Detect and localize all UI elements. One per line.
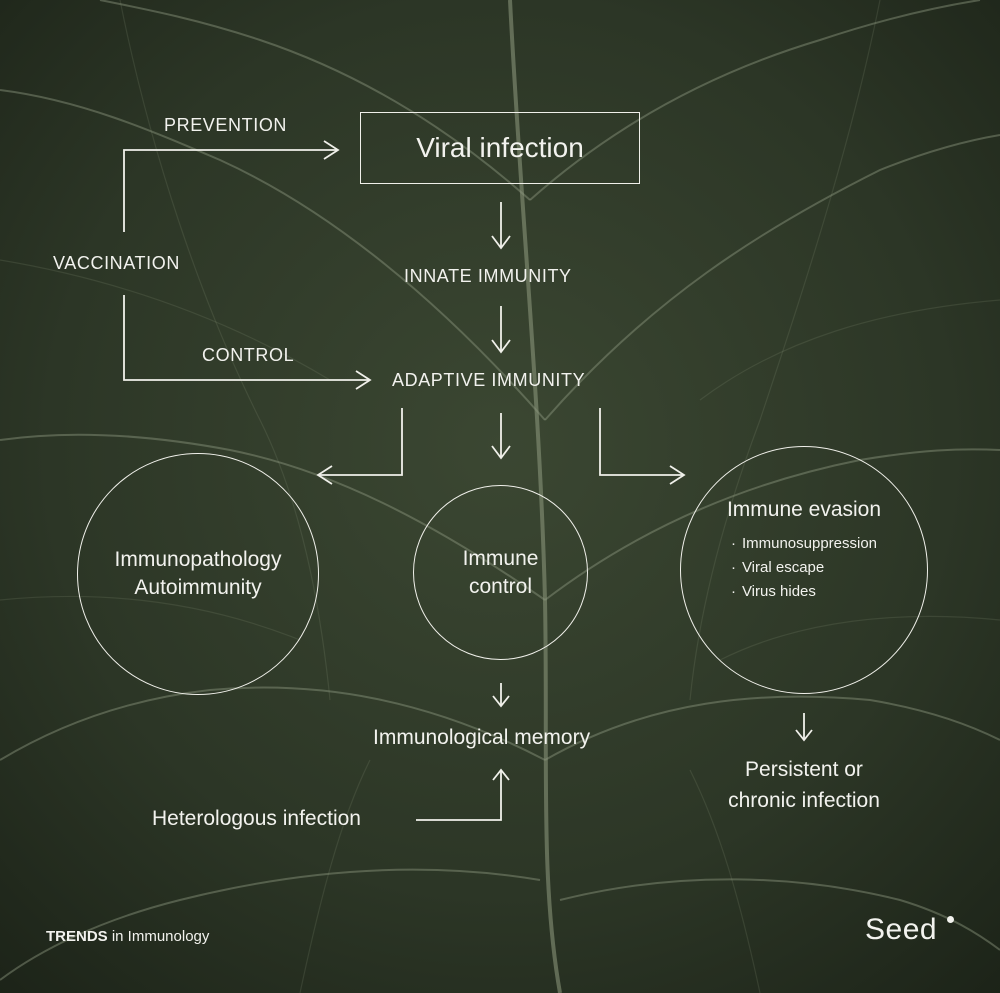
journal-credit: TRENDS in Immunology [46, 928, 209, 945]
seed-logo: Seed [865, 913, 938, 946]
seed-logo-dot [947, 916, 954, 923]
control-label: CONTROL [202, 345, 295, 365]
viral-infection-title: Viral infection [416, 132, 584, 163]
immune-control-circle: Immune control [413, 485, 588, 660]
vaccination-label: VACCINATION [53, 253, 180, 273]
persistent-infection-line2: chronic infection [728, 789, 880, 812]
immunopathology-label: Immunopathology [114, 548, 282, 571]
evasion-item-immunosuppression: Immunosuppression [731, 532, 877, 556]
immunological-memory-label: Immunological memory [373, 726, 591, 749]
immunopathology-circle: Immunopathology Autoimmunity [77, 453, 319, 695]
immune-evasion-title: Immune evasion [726, 498, 882, 521]
persistent-infection-line1: Persistent or [745, 758, 863, 781]
immune-evasion-list: Immunosuppression Viral escape Virus hid… [731, 532, 877, 604]
heterologous-infection-label: Heterologous infection [152, 807, 361, 830]
autoimmunity-label: Autoimmunity [134, 576, 262, 599]
immune-evasion-circle: Immune evasion Immunosuppression Viral e… [680, 446, 928, 694]
viral-infection-box: Viral infection [360, 112, 640, 184]
innate-immunity-label: INNATE IMMUNITY [404, 266, 572, 286]
journal-name-rest: in Immunology [107, 928, 210, 945]
immune-control-line2: control [468, 574, 533, 598]
adaptive-immunity-label: ADAPTIVE IMMUNITY [392, 370, 586, 390]
immune-control-line1: Immune [462, 546, 539, 570]
evasion-item-viral-escape: Viral escape [731, 556, 877, 580]
prevention-label: PREVENTION [164, 115, 288, 135]
evasion-item-virus-hides: Virus hides [731, 580, 877, 604]
journal-name-bold: TRENDS [46, 928, 108, 945]
